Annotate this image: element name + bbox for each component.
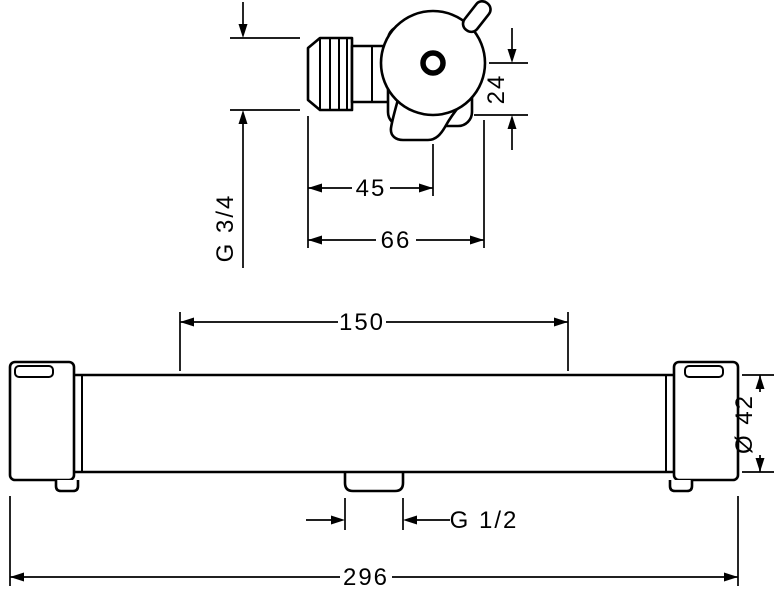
dim-dia42: Ø 42 [731, 374, 774, 473]
valve-top-view [306, 0, 492, 142]
dim-24: 24 [474, 28, 528, 150]
dim-24-label: 24 [483, 74, 510, 105]
dimensions-top: G 3/4 24 45 66 [212, 2, 528, 268]
dim-45: 45 [307, 116, 434, 248]
bar-tube [74, 373, 674, 474]
dim-66: 66 [308, 120, 485, 254]
thermostat-head [379, 9, 487, 117]
thermostat-hub [420, 50, 446, 76]
dim-45-label: 45 [356, 175, 387, 202]
right-handle [672, 360, 740, 482]
union-nut [306, 36, 354, 112]
dim-g12: G 1/2 [306, 498, 519, 534]
right-foot [668, 480, 694, 493]
dim-150: 150 [179, 309, 569, 371]
lever-handle [461, 0, 492, 34]
dim-296-label: 296 [343, 564, 389, 591]
dim-g34-label: G 3/4 [212, 194, 239, 263]
dim-g34: G 3/4 [212, 2, 300, 268]
dim-g12-label: G 1/2 [450, 507, 519, 534]
dim-dia42-label: Ø 42 [731, 394, 758, 454]
dimensions-front: 150 Ø 42 G 1/2 [9, 309, 774, 591]
left-handle [8, 360, 76, 482]
outlet-nub [343, 472, 405, 493]
dim-296: 296 [9, 496, 739, 591]
dim-150-label: 150 [339, 309, 385, 336]
bar-front-view [8, 360, 740, 493]
left-foot [54, 480, 80, 493]
dim-66-label: 66 [381, 227, 412, 254]
